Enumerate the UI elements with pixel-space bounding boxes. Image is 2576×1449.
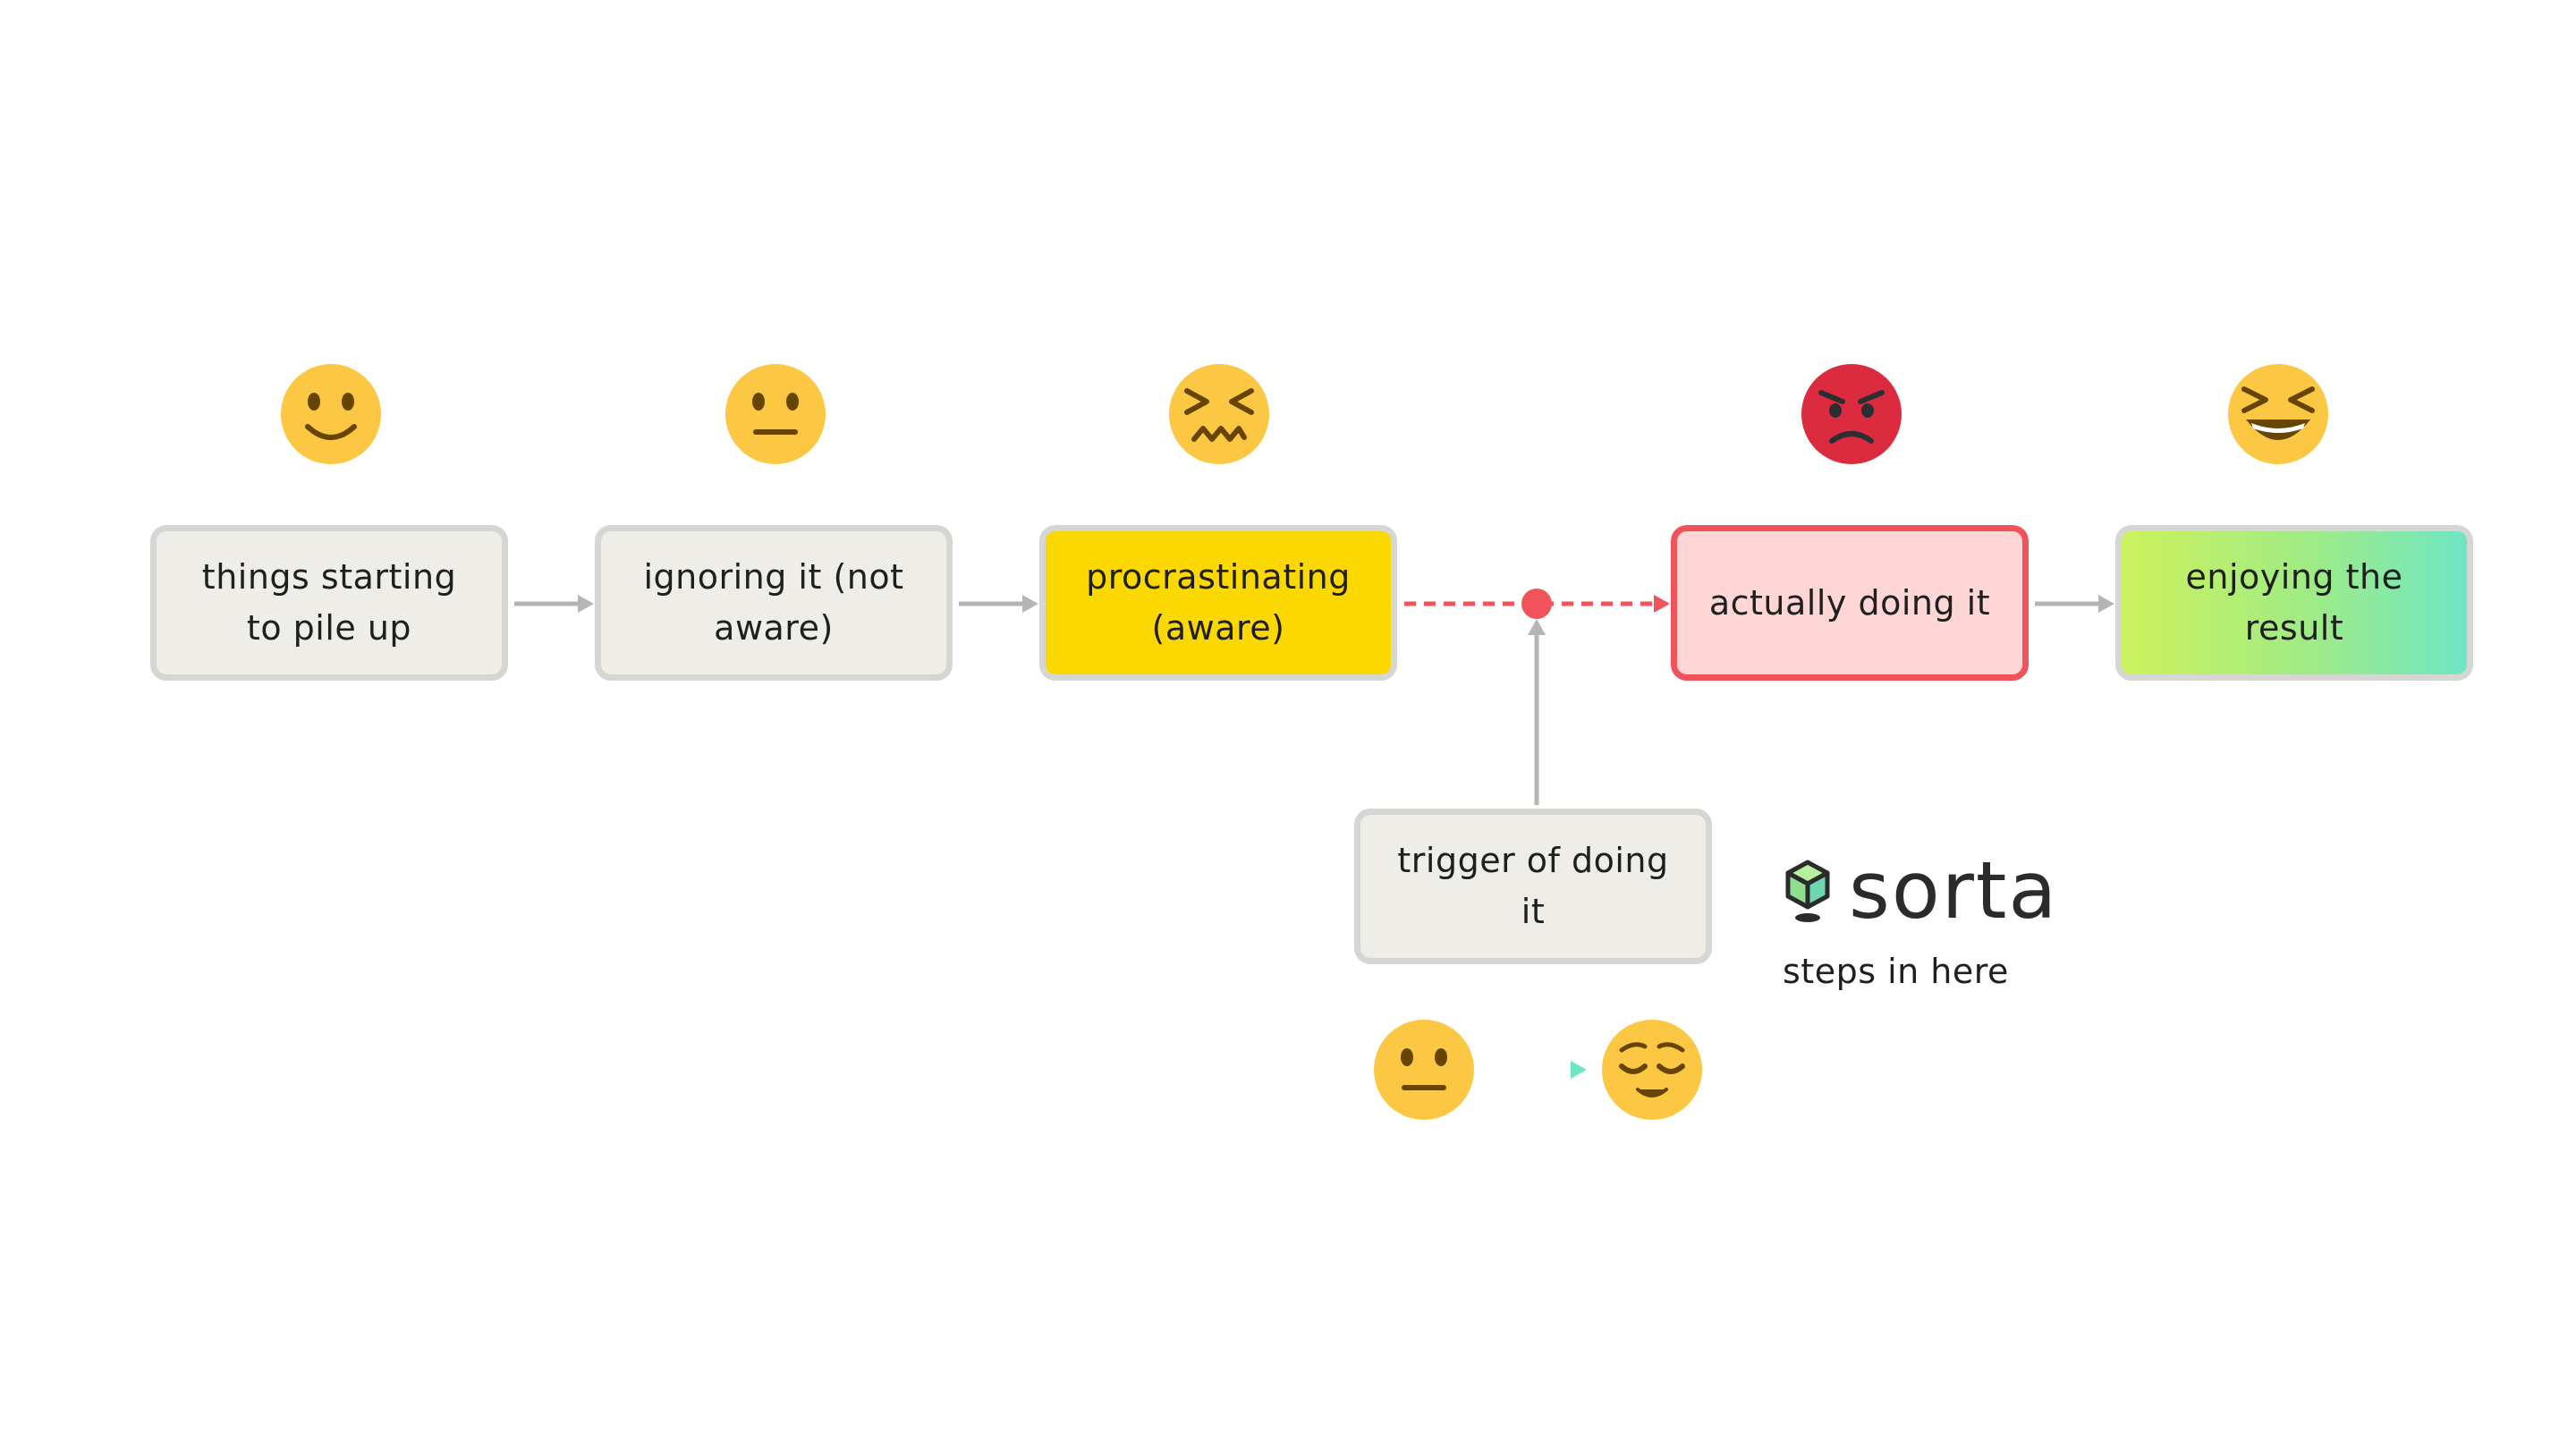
cube-icon [1785, 860, 1830, 922]
confounded-face-icon [1169, 364, 1269, 464]
trigger-box: trigger of doing it [1354, 809, 1712, 964]
neutral-face-icon [725, 364, 826, 464]
step-actually-doing-it: actually doing it [1671, 525, 2029, 681]
step-ignoring-it: ignoring it (not aware) [595, 525, 953, 681]
sorta-logo: sorta [1783, 852, 2058, 930]
trigger-neutral-face-icon [1374, 1020, 1474, 1120]
step-label-line: actually doing it [1708, 582, 1991, 623]
junction-dot [1521, 589, 1552, 619]
brand-tagline: steps in here [1783, 952, 2009, 991]
step-things-starting-to-pile-up: things starting to pile up [150, 525, 508, 681]
brand-name: sorta [1849, 844, 2059, 936]
trigger-arrow [1528, 619, 1546, 805]
dashed-connector-3-to-4 [1404, 589, 1670, 619]
arrow-1-to-2 [514, 595, 594, 613]
step-label-line: procrastinating [1086, 557, 1351, 597]
step-label-line: result [2244, 608, 2344, 648]
step-label-line: things starting [201, 557, 457, 597]
step-label-line: to pile up [246, 608, 412, 648]
arrow-4-to-5 [2035, 595, 2114, 613]
step-label-line: (aware) [1151, 608, 1285, 648]
step-label-line: enjoying the [2185, 557, 2403, 597]
step-procrastinating: procrastinating (aware) [1039, 525, 1397, 681]
gradient-arrow [1496, 1061, 1587, 1079]
step-label-line: ignoring it (not [643, 557, 904, 597]
relieved-face-icon [1602, 1020, 1702, 1120]
grinning-squinting-face-icon [2228, 364, 2328, 464]
angry-face-icon [1801, 364, 1902, 464]
step-enjoying-the-result: enjoying the result [2115, 525, 2473, 681]
slightly-smiling-face-icon [281, 364, 381, 464]
trigger-label: trigger of doing it [1397, 841, 1669, 931]
step-label-line: aware) [714, 608, 834, 648]
arrow-2-to-3 [959, 595, 1038, 613]
